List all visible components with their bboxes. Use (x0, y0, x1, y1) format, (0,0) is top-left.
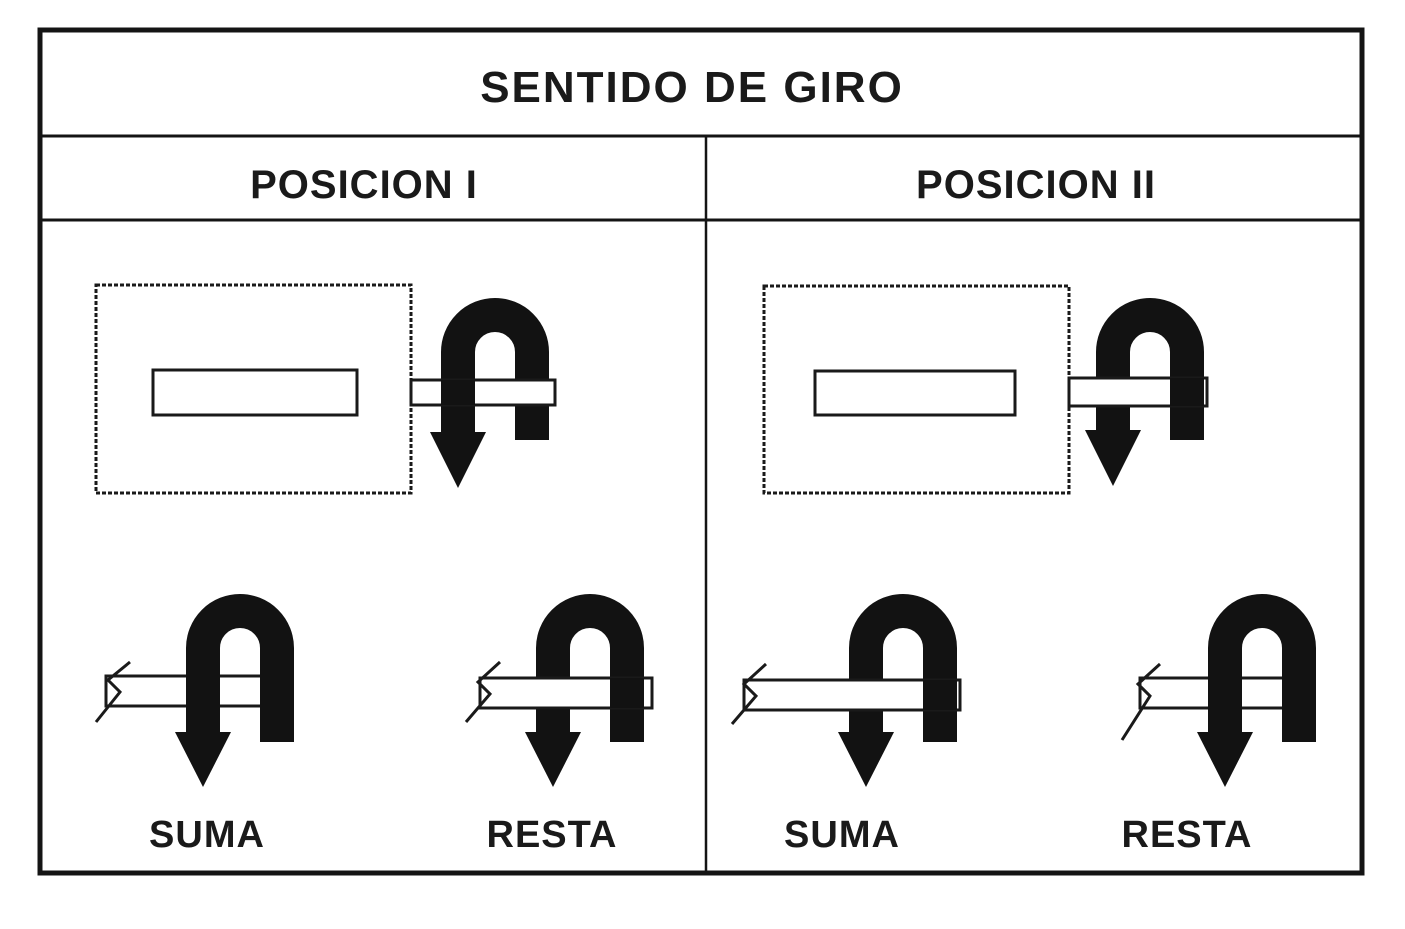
position-1-motor-group (94, 283, 557, 495)
arrow-overlap-icon (923, 680, 957, 710)
motor-slot-icon (151, 368, 359, 417)
rotation-arrow-icon (1197, 594, 1316, 787)
arrow-overlap-icon (1208, 678, 1242, 708)
outer-frame (37, 27, 1365, 876)
position-1-suma-label: SUMA (149, 814, 265, 856)
position-1-suma-group (94, 594, 294, 787)
shaft-break-icon (464, 660, 502, 723)
rotation-arrow-icon (430, 298, 549, 488)
position-1-resta-label: RESTA (487, 814, 618, 856)
arrow-overlap-icon (1170, 378, 1204, 406)
motor-slot-icon (813, 369, 1017, 417)
rotation-arrow-icon (525, 594, 644, 787)
rotation-arrow-icon (838, 594, 957, 787)
shaft-break-icon (730, 662, 768, 725)
position-2-label: POSICION II (916, 163, 1156, 207)
position-2-suma-group (730, 594, 962, 787)
shaft-break-icon (1120, 662, 1162, 741)
arrow-overlap-icon (186, 676, 220, 706)
shaft-break-icon (94, 660, 131, 723)
arrow-overlap-icon (610, 678, 644, 708)
rotation-arrow-icon (1085, 298, 1204, 486)
diagram-title: SENTIDO DE GIRO (480, 63, 904, 112)
rotation-arrow-icon (175, 594, 294, 787)
position-1-label: POSICION I (250, 163, 478, 207)
position-2-suma-label: SUMA (784, 814, 900, 856)
arrow-overlap-icon (441, 380, 475, 405)
shaft-icon (409, 378, 557, 407)
position-2-resta-label: RESTA (1122, 814, 1253, 856)
position-1-resta-group (464, 594, 654, 787)
position-2-resta-group (1120, 594, 1316, 787)
position-2-motor-group (762, 284, 1209, 495)
